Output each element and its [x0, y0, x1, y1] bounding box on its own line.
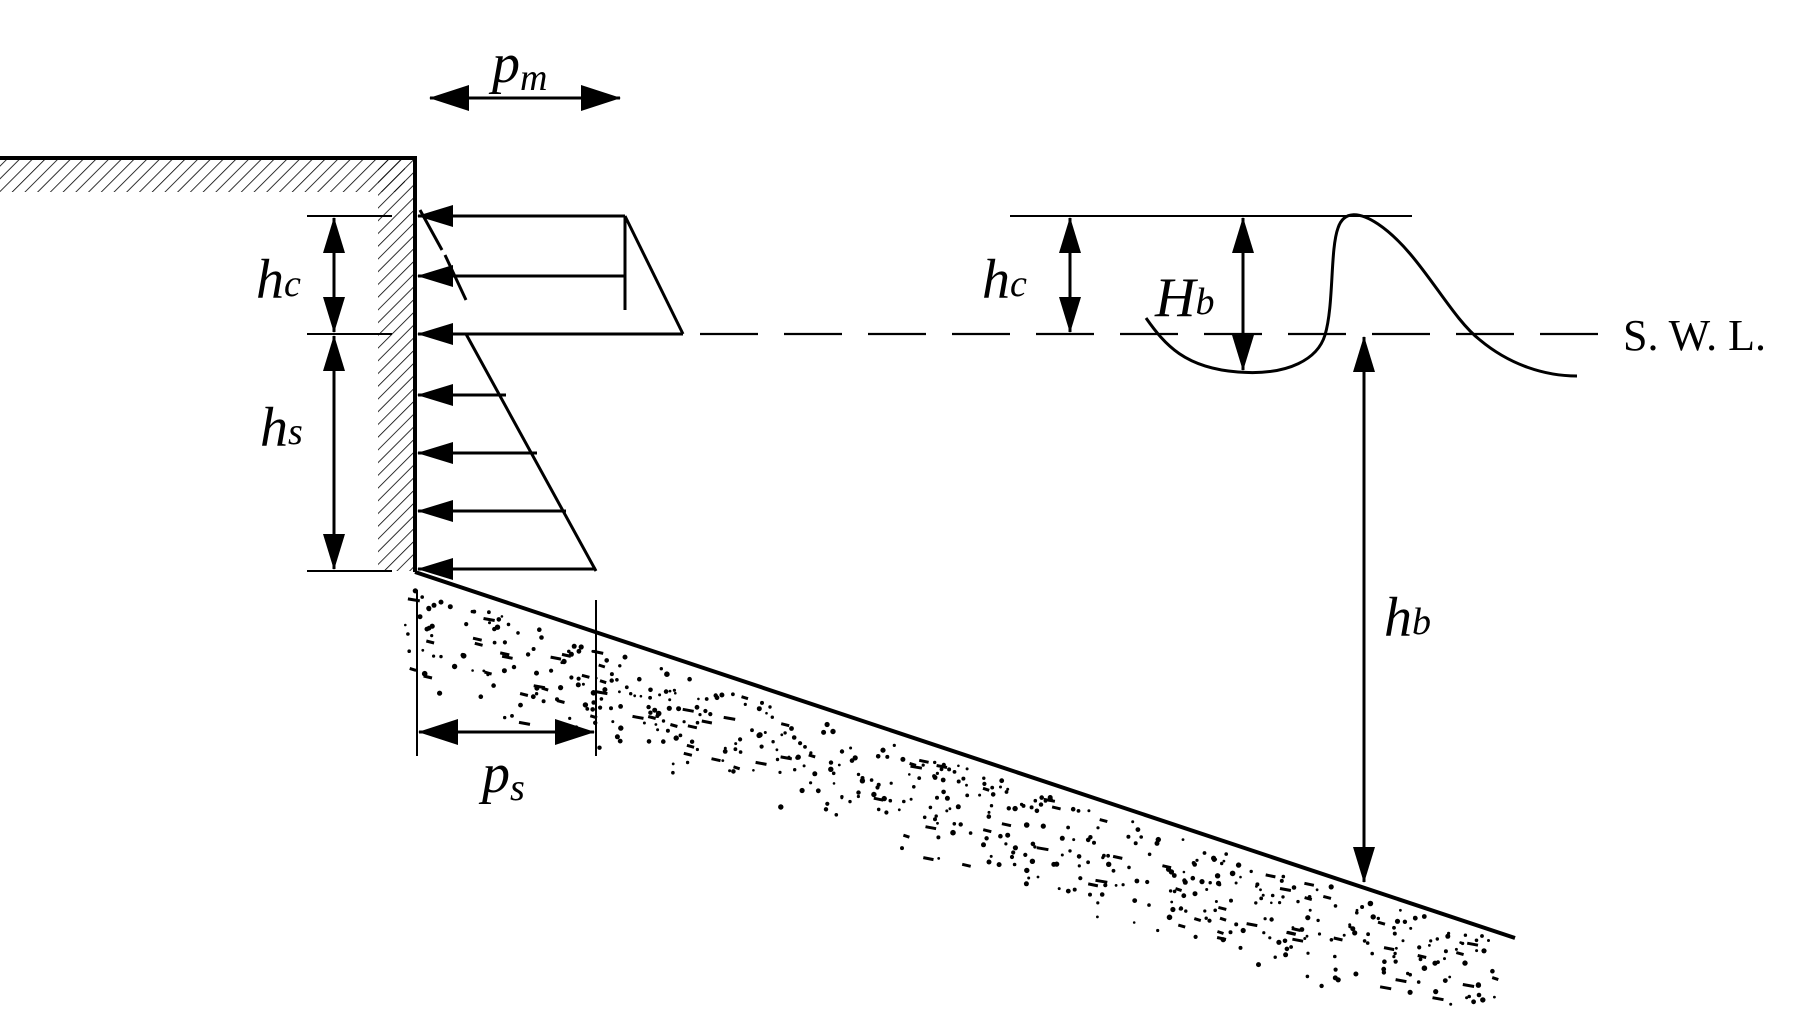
seabed-line — [414, 570, 1516, 940]
pm-label: pm — [488, 33, 547, 99]
pressure-distribution — [417, 205, 685, 580]
breaking-wave: hc Hb hb — [982, 213, 1578, 883]
wall-hatching — [378, 158, 415, 571]
hc-right-label: hc — [982, 249, 1027, 311]
sand-dots — [404, 588, 1499, 1006]
upper-pressure-edge — [623, 215, 685, 335]
ps-label: ps — [478, 743, 525, 809]
crest-hatching — [0, 158, 405, 192]
swl-label: S. W. L. — [1623, 311, 1766, 360]
pm-dimension: pm — [429, 33, 621, 111]
hs-label: hs — [260, 397, 303, 459]
vertical-wall — [0, 156, 417, 572]
Hb-label: Hb — [1154, 267, 1214, 329]
ps-dimension: ps — [416, 590, 597, 809]
hb-label: hb — [1384, 587, 1431, 649]
hc-left-label: hc — [256, 249, 301, 311]
seabed — [404, 570, 1516, 1006]
left-dimensions: hc hs — [256, 215, 392, 572]
wall-outline — [0, 156, 417, 572]
still-water-level: S. W. L. — [700, 311, 1766, 360]
wave-profile — [1144, 213, 1578, 378]
